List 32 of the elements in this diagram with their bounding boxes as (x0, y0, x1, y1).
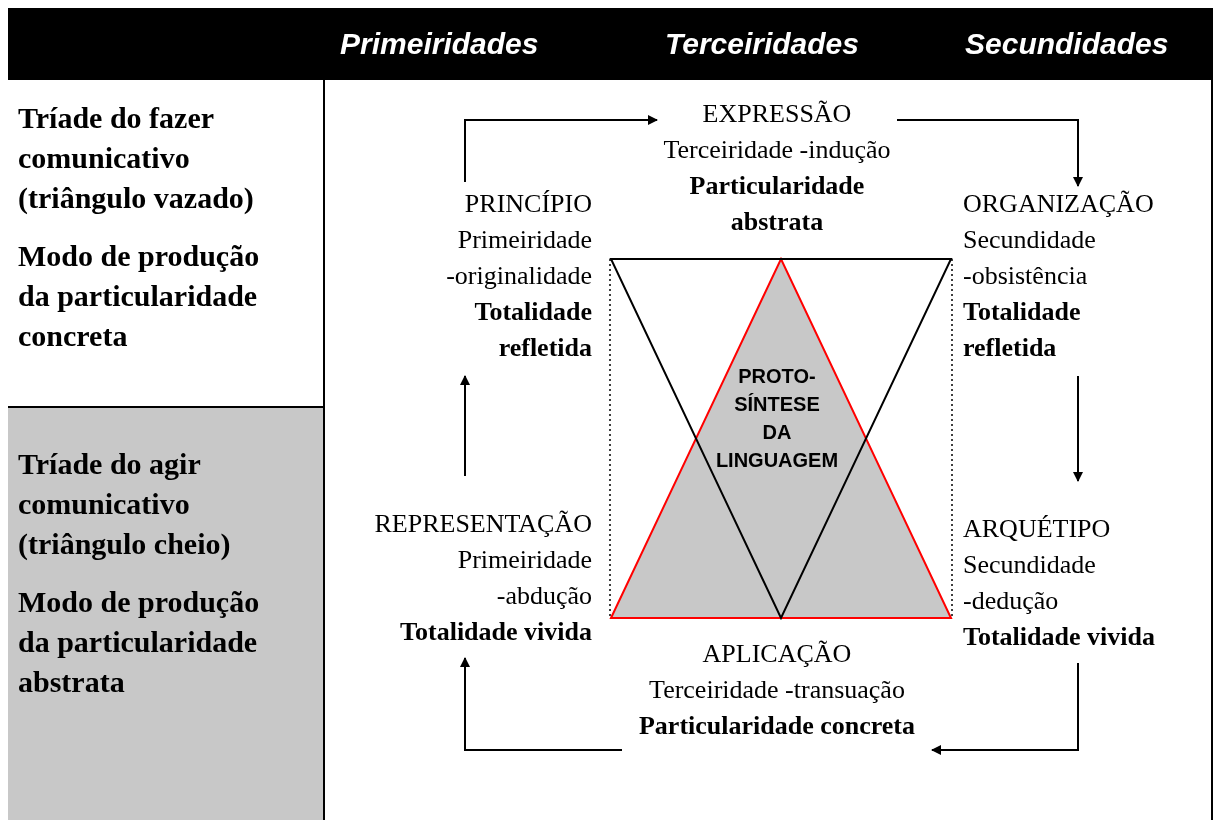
stage-quality: Totalidade vivida (963, 621, 1156, 653)
stage-mode: Primeiridade -originalidade (445, 224, 592, 292)
stage-name: REPRESENTAÇÃO (373, 508, 592, 540)
arrow (931, 662, 1079, 755)
stage-quality: Totalidade vivida (399, 616, 592, 648)
stage-name: PRINCÍPIO (463, 188, 592, 220)
stage-quality: Totalidade refletida (963, 296, 1082, 364)
stage-mode: Terceiridade -indução (662, 134, 892, 166)
stage-name: APLICAÇÃO (701, 638, 853, 670)
arrow (460, 375, 470, 477)
column-header: Primeiridades (340, 26, 539, 62)
row-heading: Tríade do agir comunicativo (triângulo cheio) (18, 446, 232, 562)
row-heading: Tríade do fazer comunicativo (triângulo vazado) (18, 100, 255, 216)
stage-name: EXPRESSÃO (701, 98, 853, 130)
row-heading: Modo de produção da particularidade abstrata (18, 584, 261, 700)
arrow (896, 119, 1083, 187)
stage-name: ORGANIZAÇÃO (963, 188, 1155, 220)
stage-name: ARQUÉTIPO (963, 513, 1112, 545)
stage-mode: Terceiridade -transuação (648, 674, 906, 706)
stage-quality: Totalidade refletida (473, 296, 592, 364)
row-header-cell (8, 80, 325, 408)
stage-mode: Secundidade -obsistência (963, 224, 1097, 292)
row-header-cell (8, 408, 325, 820)
row-heading: Modo de produção da particularidade concreta (18, 238, 261, 354)
column-header: Secundidades (965, 26, 1169, 62)
column-header: Terceiridades (665, 26, 859, 62)
center-label: PROTO- SÍNTESE DA LINGUAGEM (714, 364, 840, 473)
arrow (464, 115, 658, 183)
stage-quality: Particularidade abstrata (688, 170, 866, 238)
stage-quality: Particularidade concreta (637, 710, 917, 742)
arrow (460, 657, 623, 751)
arrow (1073, 375, 1083, 482)
